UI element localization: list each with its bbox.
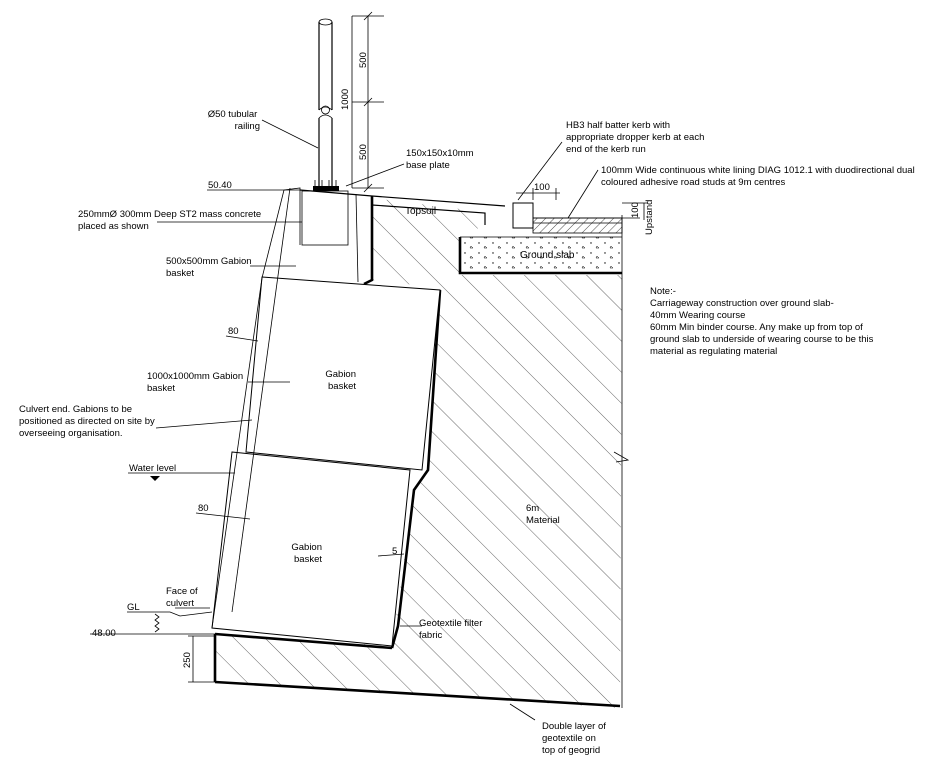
dim-5-line <box>377 553 405 557</box>
dim-80-upper: 80 <box>228 326 239 337</box>
ground-slab-rect <box>460 237 622 275</box>
dim-80-lower: 80 <box>198 503 209 514</box>
dim-1000: 1000 <box>340 89 351 110</box>
face-batter-line-2 <box>211 277 263 629</box>
dim-80-lower-line <box>195 512 251 520</box>
dim-100-upstand: 100 <box>630 202 641 218</box>
railing-hole <box>321 105 330 115</box>
dim-80-upper-line <box>225 335 259 342</box>
level-bottom: 48.00 <box>92 628 116 639</box>
double-layer-label: Double layer of geotextile on top of geo… <box>542 721 609 756</box>
dim-500-top: 500 <box>358 52 369 68</box>
gl-label: GL <box>127 602 140 613</box>
water-level-label: Water level <box>129 463 176 474</box>
face-batter-line <box>231 187 291 613</box>
base-geotextile-top <box>214 632 393 650</box>
railing-dimension <box>351 11 384 193</box>
gabion-500-label: 500x500mm Gabion basket <box>166 256 254 279</box>
dim-500-bottom: 500 <box>358 144 369 160</box>
upstand-dimension <box>622 202 648 220</box>
base-plate <box>313 186 339 191</box>
double-geotextile-bottom <box>214 680 621 708</box>
gl-ground-line <box>127 611 213 617</box>
topsoil-lower-line <box>371 204 486 225</box>
kerb-block <box>512 202 534 229</box>
gabion-lower-label: Gabion basket <box>291 542 324 565</box>
dim-5: 5 <box>392 546 397 557</box>
gabion-500-outline <box>261 187 301 279</box>
leader-lines <box>155 119 599 721</box>
geotextile-back-line <box>390 289 442 649</box>
carriageway-layers <box>532 217 623 234</box>
upstand-label: Upstand <box>644 200 655 235</box>
concrete-label: 250mmØ 300mm Deep ST2 mass concrete plac… <box>78 209 264 232</box>
railing-top-cap <box>318 18 333 26</box>
break-symbol <box>613 451 630 463</box>
base-dimension <box>188 635 215 683</box>
anchor-bolts <box>314 180 337 191</box>
ground-slab-label: Ground slab <box>520 250 575 261</box>
level-top: 50.40 <box>208 180 232 191</box>
base-plate-label: 150x150x10mm base plate <box>406 148 476 171</box>
ground-surface <box>299 189 506 207</box>
embankment-hatch <box>215 198 622 708</box>
ground-zigzag <box>154 613 160 633</box>
ground-slab-outline <box>458 237 622 275</box>
dim-100-kerb: 100 <box>534 182 550 193</box>
note-text: Note:- Carriageway construction over gro… <box>650 286 876 357</box>
railing-break <box>318 106 333 119</box>
gabion-upper-basket <box>245 276 441 471</box>
geotextile-filter-label: Geotextile filter fabric <box>419 618 485 641</box>
dim-250: 250 <box>182 652 193 668</box>
lining-label: 100mm Wide continuous white lining DIAG … <box>601 165 917 188</box>
kerb-label: HB3 half batter kerb with appropriate dr… <box>566 120 707 155</box>
material-label: 6m Material <box>526 503 560 526</box>
gabion-lower-basket <box>211 451 411 647</box>
railing-label: Ø50 tubular railing <box>208 109 260 132</box>
gabion-1000-label: 1000x1000mm Gabion basket <box>147 371 246 394</box>
water-level-symbol <box>150 476 160 481</box>
excavation-line <box>363 196 374 286</box>
topsoil-label: Topsoil <box>405 206 436 217</box>
gabion-upper-label: Gabion basket <box>325 369 358 392</box>
railing-post <box>318 22 333 188</box>
culvert-end-label: Culvert end. Gabions to be positioned as… <box>19 404 157 439</box>
face-culvert-label: Face of culvert <box>166 586 200 609</box>
concrete-foundation <box>301 190 349 246</box>
gabion-500-back <box>355 193 359 283</box>
